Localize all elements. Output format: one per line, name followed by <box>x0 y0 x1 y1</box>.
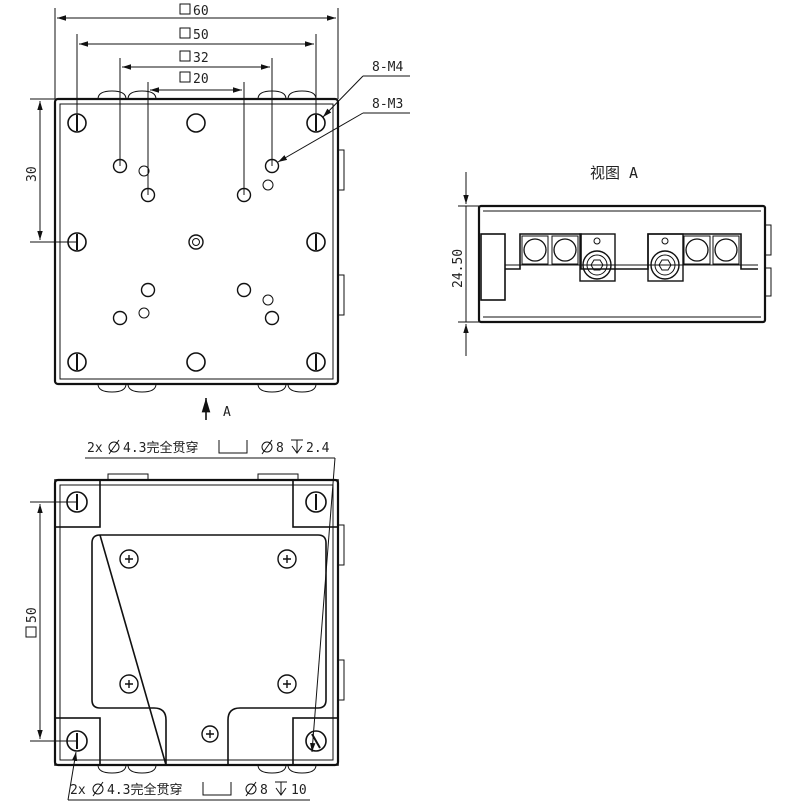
socket-screw <box>647 233 684 282</box>
dim-50: 50 <box>76 27 317 123</box>
dim-20: 20 <box>147 71 245 195</box>
dim-60-text: 60 <box>193 4 209 19</box>
center-hole <box>188 234 204 250</box>
m4-hole <box>186 113 206 133</box>
counterbore-symbol <box>202 782 232 796</box>
callout-top-depth: 2.4 <box>306 441 330 456</box>
callout-bottom-prefix: 2x <box>70 783 86 798</box>
callout-m3-text: 8-M3 <box>372 97 403 112</box>
m3-hole <box>236 282 252 298</box>
depth-symbol <box>275 781 287 796</box>
side-view-body <box>477 204 767 324</box>
m4-hole <box>306 232 326 252</box>
dim-height-text: 24.50 <box>451 249 466 288</box>
plate-screw <box>277 549 297 569</box>
callout-top-dia: 4.3完全贯穿 <box>123 440 198 456</box>
dim-20-text: 20 <box>193 72 209 87</box>
callout-m4-text: 8-M4 <box>372 60 403 75</box>
callout-bottom-cbore: 8 <box>260 783 268 798</box>
plate-screw <box>277 674 297 694</box>
roller <box>521 235 549 265</box>
callout-top: 2x 4.3完全贯穿 8 2.4 <box>85 439 336 753</box>
m4-hole <box>186 352 206 372</box>
recessed-plate <box>91 534 327 766</box>
bottom-view-body <box>53 478 340 767</box>
roller <box>551 235 579 265</box>
through-hole <box>305 730 327 752</box>
diameter-symbol <box>245 781 257 797</box>
roller <box>712 235 740 265</box>
callout-bottom: 2x 4.3完全贯穿 8 10 <box>67 751 310 801</box>
dim-30-text: 30 <box>25 166 40 182</box>
view-arrow-label: A <box>223 405 231 420</box>
dim-height: 24.50 <box>451 172 479 356</box>
m3-hole <box>112 310 128 326</box>
plate-screw <box>201 725 219 743</box>
callout-m3: 8-M3 <box>277 97 410 163</box>
dim-30: 30 <box>25 98 77 243</box>
m4-hole <box>67 352 87 372</box>
side-view-title: 视图 A <box>590 164 638 182</box>
dim-50-text: 50 <box>193 28 209 43</box>
dim-60: 60 <box>54 3 339 99</box>
through-hole <box>305 491 327 513</box>
plate-screw <box>119 549 139 569</box>
dim-bottom-50: 50 <box>25 501 77 742</box>
callout-bottom-depth: 10 <box>291 783 307 798</box>
depth-symbol <box>291 439 303 454</box>
callout-m4: 8-M4 <box>322 60 410 118</box>
diameter-symbol <box>108 439 120 455</box>
callout-top-cbore: 8 <box>276 441 284 456</box>
dim-bottom-50-text: 50 <box>25 607 40 623</box>
roller <box>683 235 711 265</box>
view-arrow-a: A <box>201 398 231 420</box>
m3-hole <box>264 310 280 326</box>
top-view-body <box>53 97 340 386</box>
side-view: 视图 A <box>451 164 772 356</box>
socket-screw <box>579 233 616 282</box>
plate-screw <box>119 674 139 694</box>
diameter-symbol <box>261 439 273 455</box>
m3-hole <box>140 282 156 298</box>
bottom-view: 50 2x 4.3完全贯穿 8 2.4 2x 4.3完全贯穿 8 10 <box>25 439 345 801</box>
top-view: 60 50 32 20 30 <box>25 3 410 420</box>
diameter-symbol <box>92 781 104 797</box>
m4-hole <box>306 352 326 372</box>
callout-top-prefix: 2x <box>87 441 103 456</box>
dim-32: 32 <box>119 50 273 166</box>
counterbore-symbol <box>218 440 248 454</box>
dim-32-text: 32 <box>193 51 209 66</box>
callout-bottom-dia: 4.3完全贯穿 <box>107 782 182 798</box>
